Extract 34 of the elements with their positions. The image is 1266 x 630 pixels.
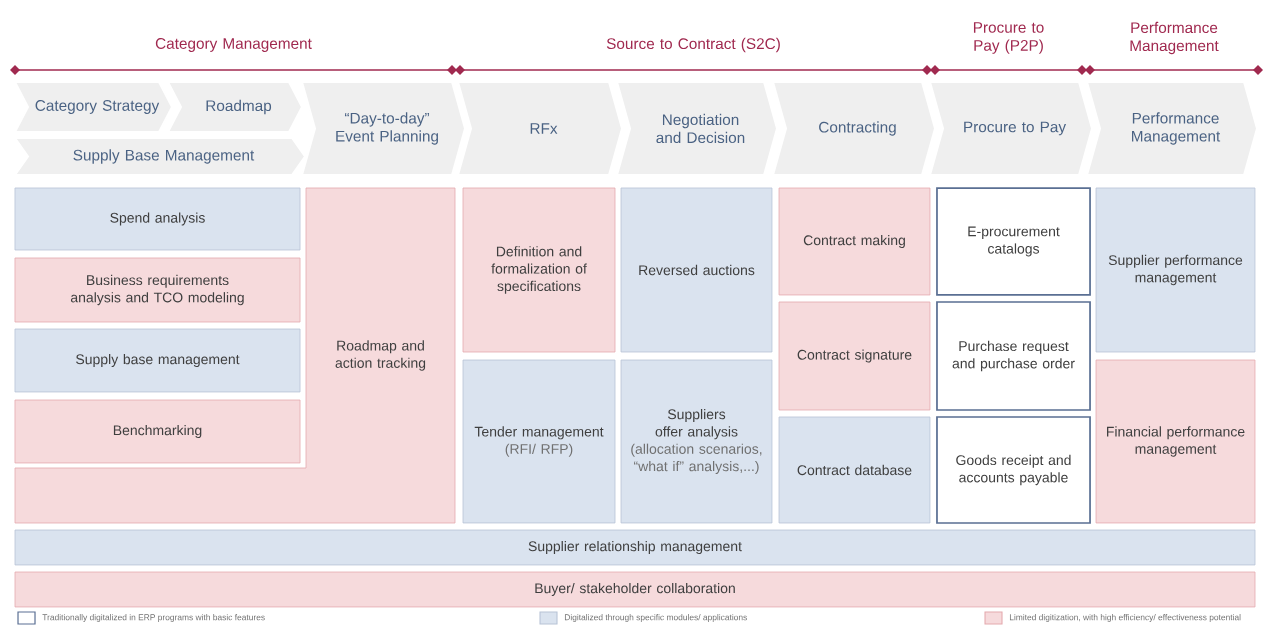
process-step: Roadmap bbox=[166, 81, 304, 133]
process-box: Purchase request and purchase order bbox=[936, 301, 1091, 411]
process-box: Supplier relationship management bbox=[14, 529, 1256, 566]
process-box: Business requirements analysis and TCO modeling bbox=[14, 257, 301, 323]
process-box: Buyer/ stakeholder collaboration bbox=[14, 571, 1256, 608]
phase-heading: Category Management bbox=[155, 38, 312, 52]
process-box: Reversed auctions bbox=[620, 187, 773, 353]
process-box: Contract signature bbox=[778, 301, 931, 411]
process-box: Suppliers offer analysis (allocation scenarios, “what if” analysis,...) bbox=[620, 359, 773, 524]
phase-heading: Source to Contract (S2C) bbox=[606, 37, 780, 53]
process-box: Contract database bbox=[778, 416, 931, 524]
process-step: Contracting bbox=[771, 81, 937, 176]
process-box: Definition and formalization of specifications bbox=[462, 187, 616, 353]
legend-text: Traditionally digitalized in ERP programs with basic features bbox=[42, 614, 265, 622]
process-box: Goods receipt and accounts payable bbox=[936, 416, 1091, 524]
process-step: “Day-to-day” Event Planning bbox=[300, 81, 467, 176]
legend-text: Digitalized through specific modules/ applications bbox=[564, 614, 747, 622]
process-box: Benchmarking bbox=[14, 399, 301, 464]
process-box: Spend analysis bbox=[14, 187, 301, 251]
process-step: Procure to Pay bbox=[928, 81, 1094, 176]
process-step: Negotiation and Decision bbox=[615, 81, 779, 176]
process-box: Tender management (RFI/ RFP) bbox=[462, 359, 616, 524]
process-box: Supplier performance management bbox=[1095, 187, 1256, 353]
process-step: Category Strategy bbox=[13, 81, 174, 133]
process-box: E-procurement catalogs bbox=[936, 187, 1091, 296]
process-box: Supply base management bbox=[14, 328, 301, 393]
process-box: Contract making bbox=[778, 187, 931, 296]
process-step: RFx bbox=[456, 81, 624, 176]
phase-heading: Procure to Pay (P2P) bbox=[973, 22, 1044, 54]
phase-heading: Performance Management bbox=[1130, 21, 1219, 55]
process-step: Supply Base Management bbox=[13, 137, 307, 176]
process-step: Performance Management bbox=[1085, 81, 1259, 176]
process-box: Financial performance management bbox=[1095, 359, 1256, 524]
legend-text: Limited digitization, with high efficiency/ effectiveness potential bbox=[1009, 614, 1241, 622]
